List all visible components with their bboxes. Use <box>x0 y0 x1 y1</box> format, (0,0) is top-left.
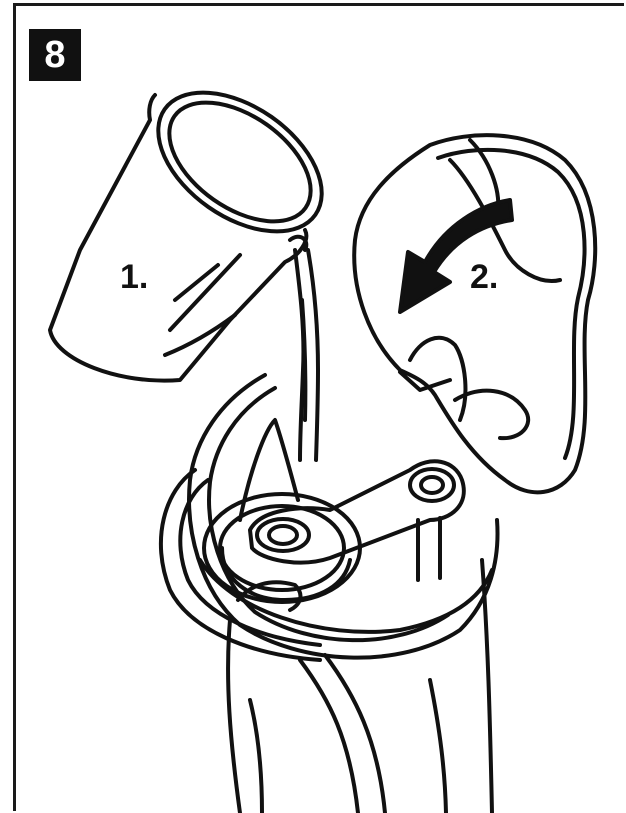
flip-lid <box>354 135 595 492</box>
water-stream <box>295 250 318 460</box>
spout-mechanism <box>204 420 360 610</box>
step-label-pour: 1. <box>120 258 148 296</box>
step-label-close-lid: 2. <box>470 258 498 296</box>
